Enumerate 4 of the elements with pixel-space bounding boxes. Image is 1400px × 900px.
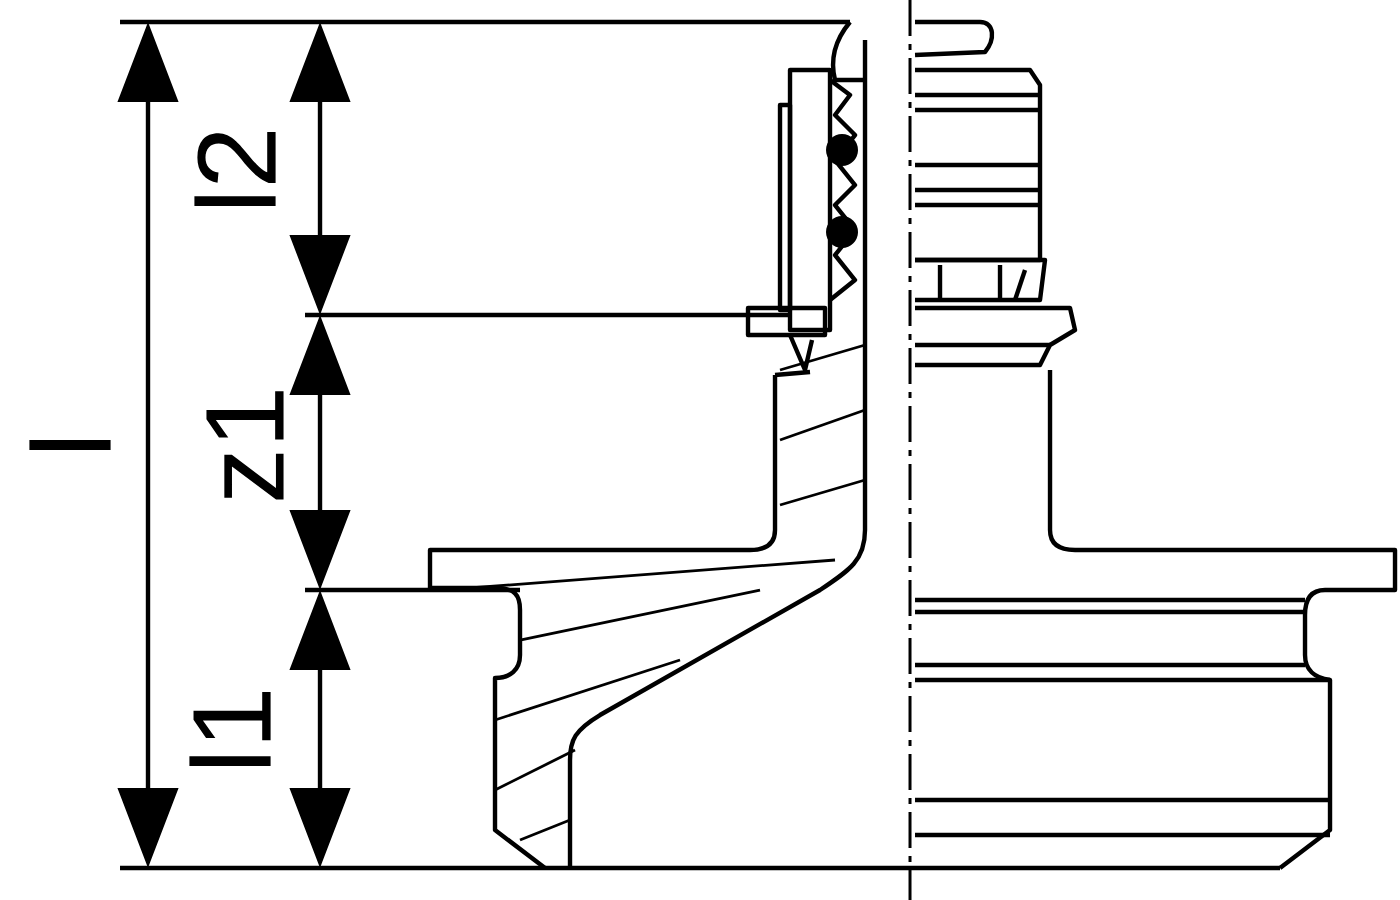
dimension-label: l1 xyxy=(189,691,271,767)
dimension-label: z1 xyxy=(206,391,284,500)
dimension-label: l xyxy=(29,440,111,450)
dimension-label: l2 xyxy=(194,132,276,207)
